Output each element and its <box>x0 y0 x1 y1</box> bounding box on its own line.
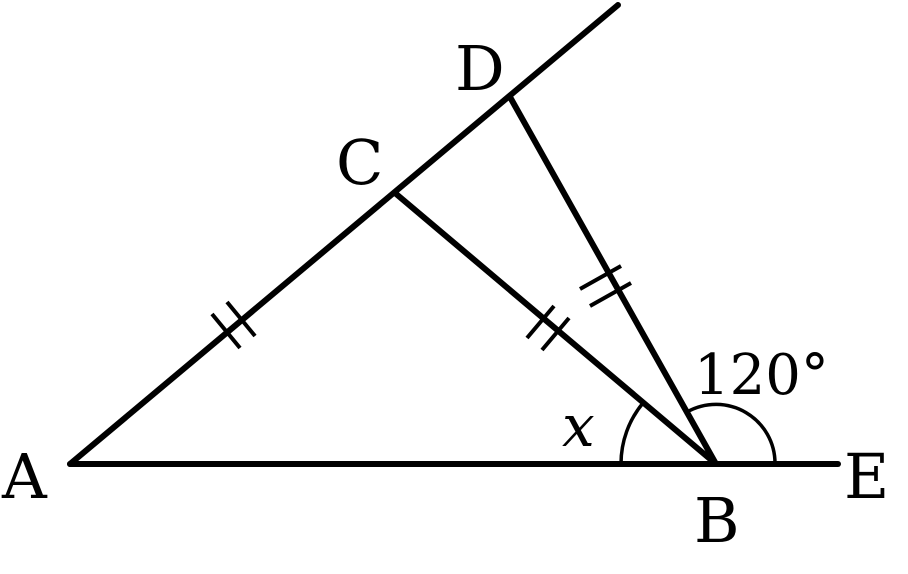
point-label-c: C <box>336 126 383 199</box>
angle-120-arc <box>686 402 777 465</box>
tick-marks-db <box>579 264 632 308</box>
ray-a-d <box>67 2 621 467</box>
segment-d-b <box>507 94 719 467</box>
angle-label-120: 120° <box>694 343 829 408</box>
tick-marks-ac <box>210 300 257 350</box>
point-label-d: D <box>455 32 505 105</box>
segment-c-b <box>392 190 719 467</box>
point-label-b: B <box>694 484 740 557</box>
angle-label-x: x <box>562 392 595 460</box>
point-label-e: E <box>844 440 889 513</box>
angle-x-arc <box>619 401 645 465</box>
point-label-a: A <box>1 440 48 513</box>
tick-marks-cb <box>525 304 571 352</box>
